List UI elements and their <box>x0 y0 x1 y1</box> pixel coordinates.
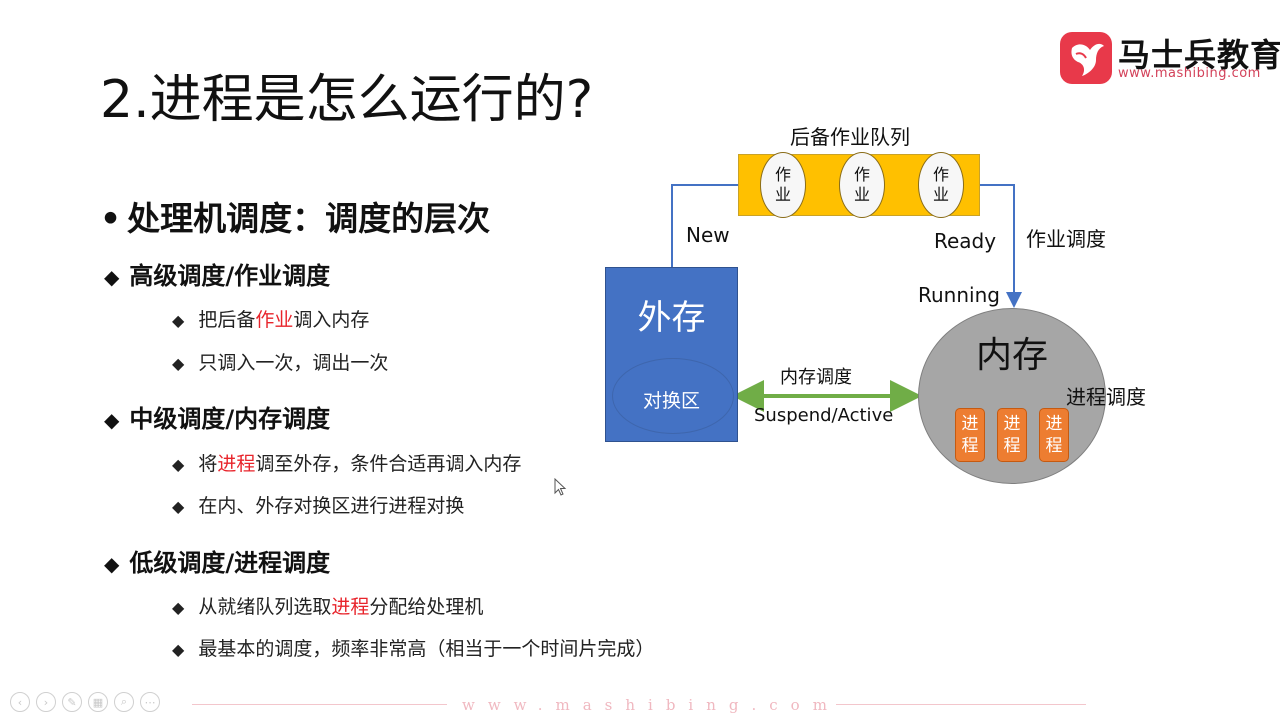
label-memory-scheduling: 内存调度 <box>780 367 852 388</box>
item-text: 把后备 <box>198 309 256 331</box>
label-job-scheduling: 作业调度 <box>1026 227 1106 251</box>
job-char: 作 <box>932 165 949 184</box>
list-item: ◆ 将进程调至外存，条件合适再调入内存 <box>172 449 521 476</box>
job-node: 作业 <box>839 152 885 218</box>
diamond-bullet-icon: ◆ <box>104 265 120 289</box>
item-text: 只调入一次，调出一次 <box>198 352 389 374</box>
list-item: ◆ 最基本的调度，频率非常高（相当于一个时间片完成） <box>172 634 654 661</box>
label-running: Running <box>918 283 1000 307</box>
item-text: 最基本的调度，频率非常高（相当于一个时间片完成） <box>198 638 655 660</box>
job-char: 作 <box>774 165 791 184</box>
diamond-bullet-icon: ◆ <box>172 640 185 659</box>
process-char: 进 <box>1003 414 1021 434</box>
section-heading: •处理机调度：调度的层次 <box>100 192 490 240</box>
job-node: 作业 <box>918 152 964 218</box>
process-node: 进程 <box>1039 408 1069 462</box>
section-title: 低级调度/进程调度 <box>129 549 331 577</box>
slide-title: 2.进程是怎么运行的? <box>100 70 594 130</box>
list-item: ◆ 从就绪队列选取进程分配给处理机 <box>172 592 483 619</box>
prev-slide-icon[interactable]: ‹ <box>10 692 30 712</box>
label-new: New <box>686 223 730 247</box>
item-text: 分配给处理机 <box>369 596 484 618</box>
section-title: 高级调度/作业调度 <box>129 262 331 290</box>
label-ready: Ready <box>934 229 997 253</box>
pen-icon[interactable]: ✎ <box>62 692 82 712</box>
heading-text: 处理机调度：调度的层次 <box>127 199 491 238</box>
item-highlight: 进程 <box>331 596 370 618</box>
item-text: 在内、外存对换区进行进程对换 <box>198 495 465 517</box>
section-high-level: ◆ 高级调度/作业调度 <box>104 256 330 291</box>
label-suspend-active: Suspend/Active <box>754 405 894 426</box>
diamond-bullet-icon: ◆ <box>104 552 120 576</box>
process-char: 进 <box>961 414 979 434</box>
external-storage-title: 外存 <box>637 298 706 338</box>
memory-title: 内存 <box>975 335 1048 376</box>
job-char: 业 <box>774 185 791 204</box>
diamond-bullet-icon: ◆ <box>172 455 185 474</box>
bullet: • <box>100 199 122 238</box>
process-char: 程 <box>961 436 979 456</box>
process-char: 程 <box>1045 436 1063 456</box>
zoom-icon[interactable]: ⌕ <box>114 692 134 712</box>
mouse-cursor-icon <box>554 478 567 496</box>
item-text: 调至外存，条件合适再调入内存 <box>255 453 522 475</box>
job-char: 业 <box>932 185 949 204</box>
diamond-bullet-icon: ◆ <box>104 408 120 432</box>
logo-icon <box>1060 32 1112 84</box>
job-char: 作 <box>853 165 870 184</box>
process-node: 进程 <box>997 408 1027 462</box>
process-char: 进 <box>1045 414 1063 434</box>
item-text: 将 <box>198 453 218 475</box>
list-item: ◆ 在内、外存对换区进行进程对换 <box>172 491 464 518</box>
swap-area-label: 对换区 <box>642 390 700 412</box>
job-char: 业 <box>853 185 870 204</box>
job-node: 作业 <box>760 152 806 218</box>
process-node: 进程 <box>955 408 985 462</box>
footer-divider-right <box>836 704 1086 705</box>
section-title: 中级调度/内存调度 <box>129 405 331 433</box>
swap-area-ellipse <box>612 358 734 434</box>
item-text: 调入内存 <box>293 309 370 331</box>
queue-title: 后备作业队列 <box>790 125 910 149</box>
label-process-scheduling: 进程调度 <box>1066 385 1146 409</box>
diamond-bullet-icon: ◆ <box>172 497 185 516</box>
slides-grid-icon[interactable]: ▦ <box>88 692 108 712</box>
item-text: 从就绪队列选取 <box>198 596 332 618</box>
list-item: ◆ 把后备作业调入内存 <box>172 305 369 332</box>
more-options-icon[interactable]: ⋯ <box>140 692 160 712</box>
footer-divider-left <box>192 704 447 705</box>
list-item: ◆ 只调入一次，调出一次 <box>172 348 388 375</box>
logo-name: 马士兵教育 <box>1118 36 1280 74</box>
footer-url: www.mashibing.com <box>462 696 840 714</box>
item-highlight: 作业 <box>255 309 294 331</box>
section-low-level: ◆ 低级调度/进程调度 <box>104 543 330 578</box>
process-char: 程 <box>1003 436 1021 456</box>
diamond-bullet-icon: ◆ <box>172 598 185 617</box>
diamond-bullet-icon: ◆ <box>172 311 185 330</box>
next-slide-icon[interactable]: › <box>36 692 56 712</box>
diamond-bullet-icon: ◆ <box>172 354 185 373</box>
section-mid-level: ◆ 中级调度/内存调度 <box>104 399 330 434</box>
presentation-toolbar: ‹ › ✎ ▦ ⌕ ⋯ <box>10 692 160 712</box>
logo-url: www.mashibing.com <box>1118 66 1261 81</box>
item-highlight: 进程 <box>217 453 256 475</box>
